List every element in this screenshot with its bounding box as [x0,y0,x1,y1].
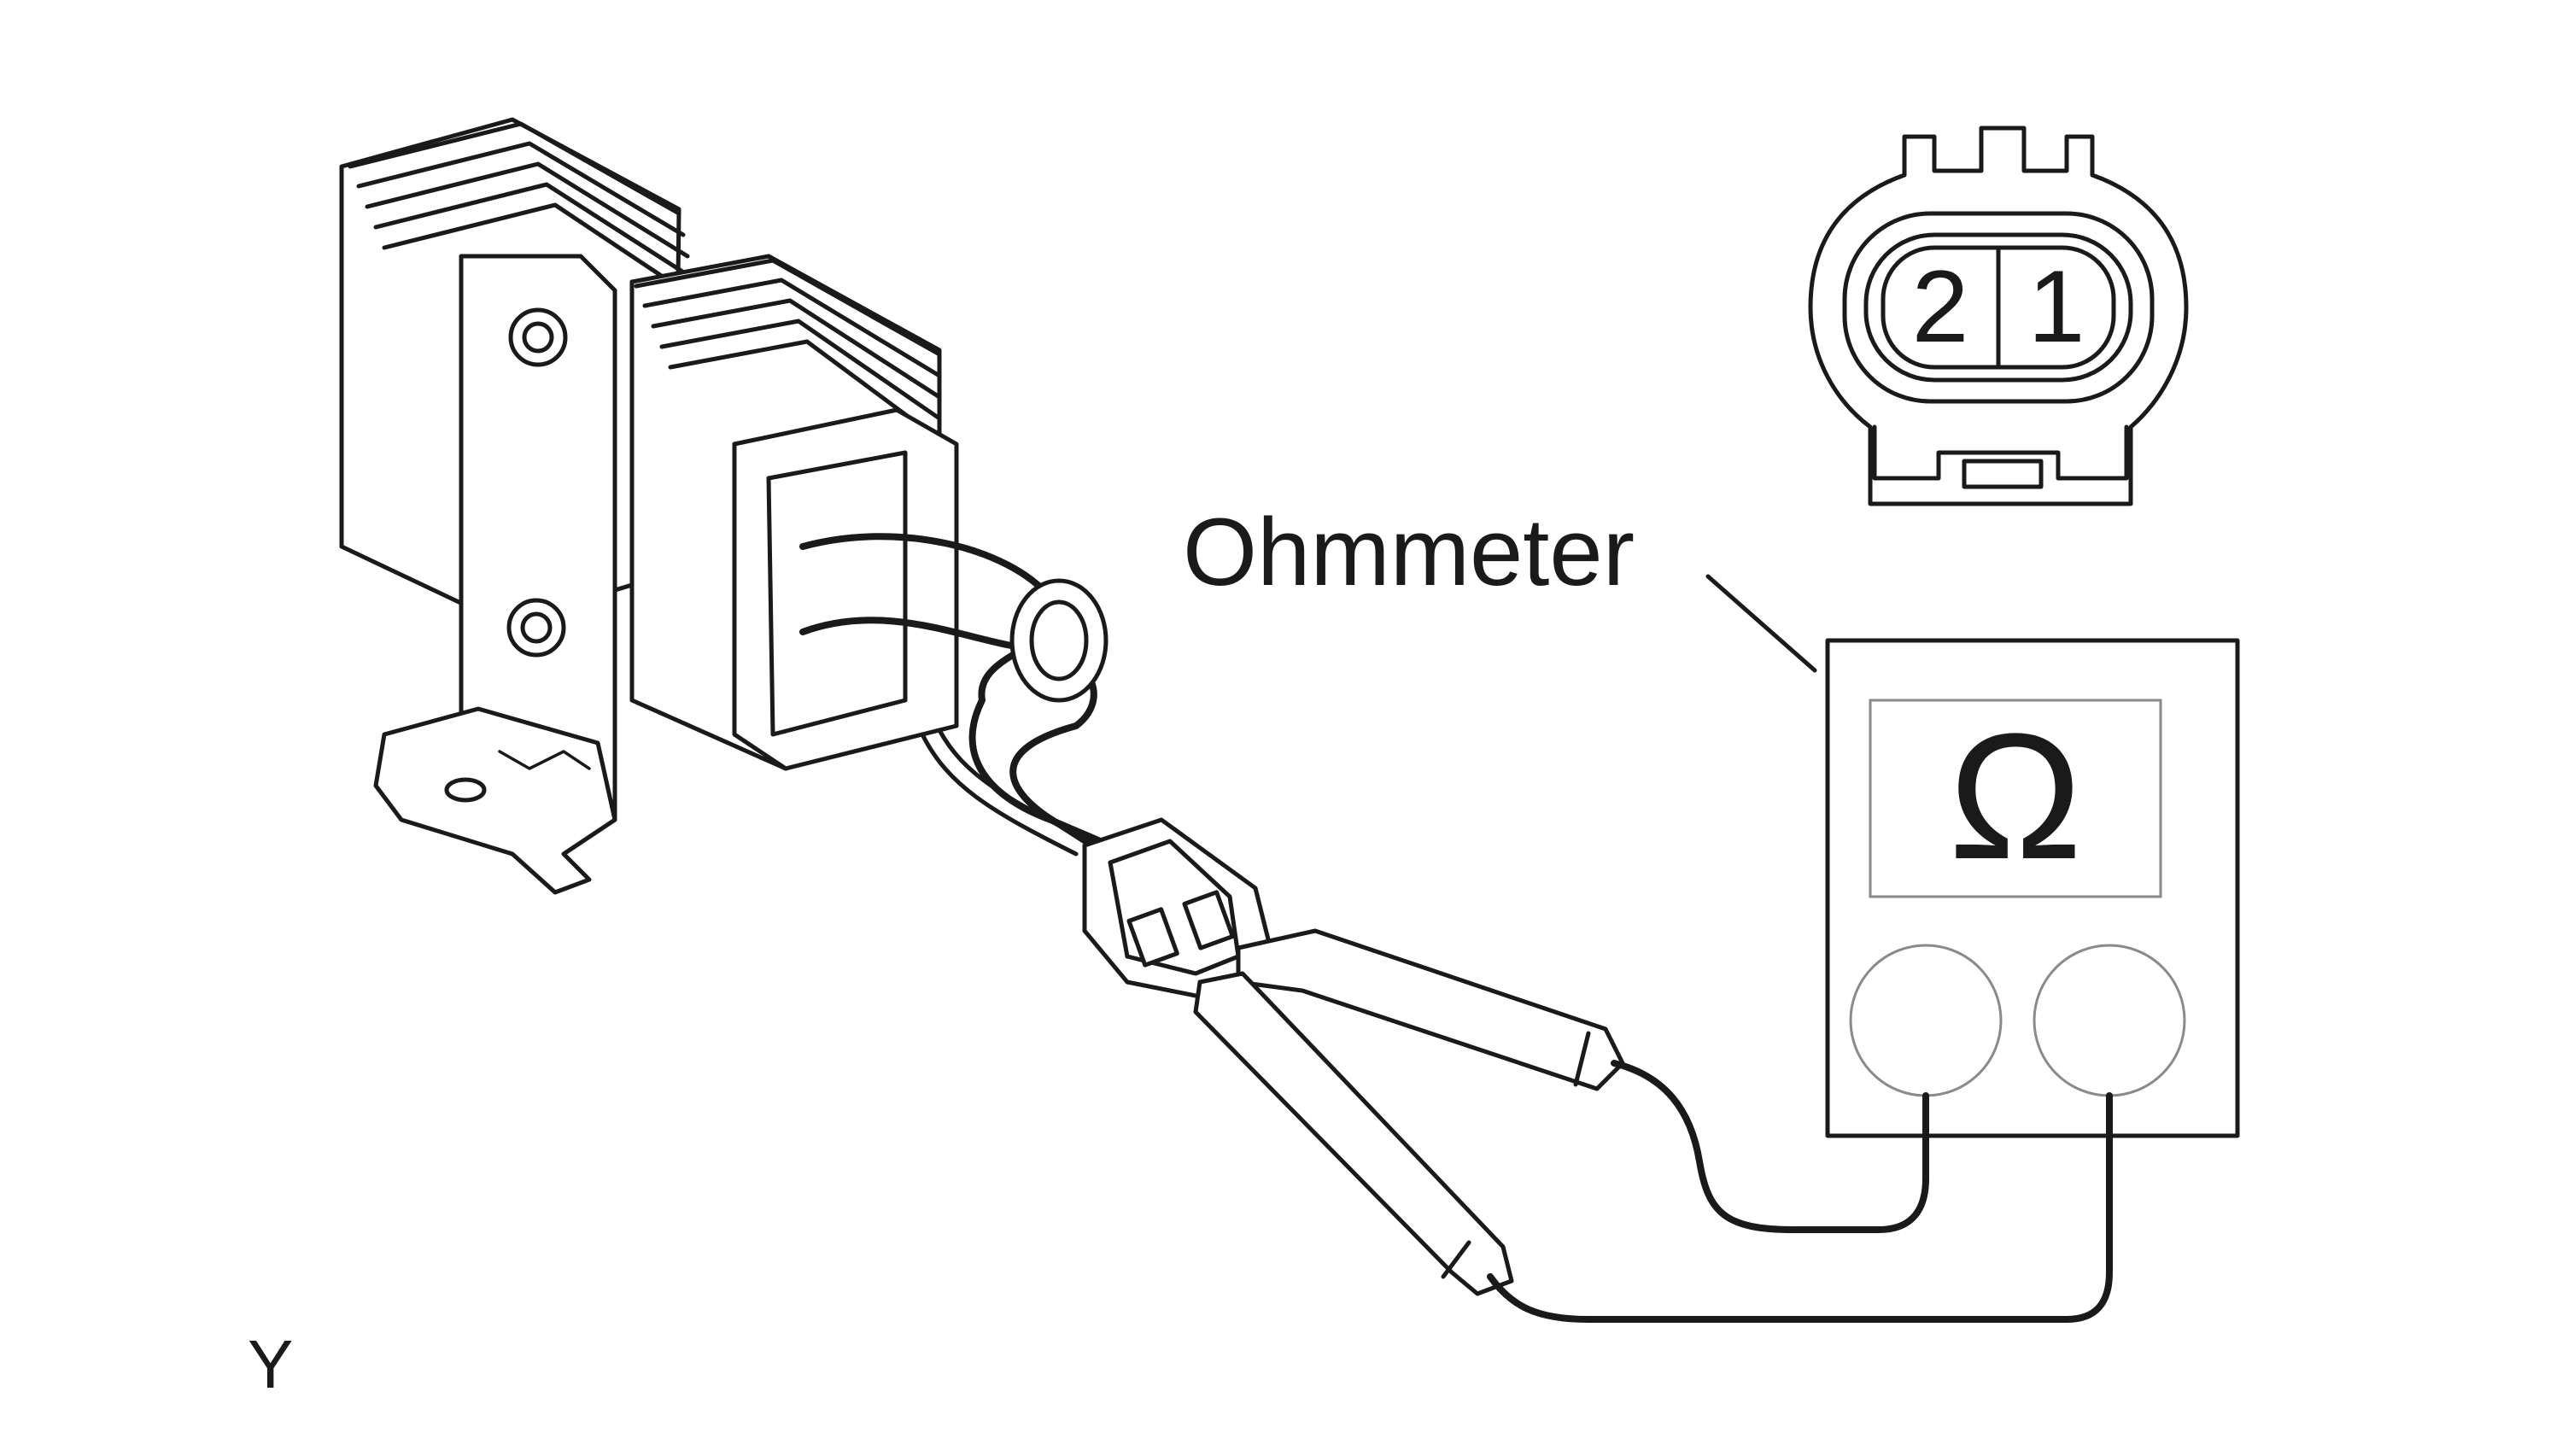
ohmmeter-display [1869,699,2162,898]
heat-sink-fins-left [348,121,699,301]
blower-resistor-module-icon [339,117,959,895]
bolt-top [508,307,568,367]
pin-2-label: 2 [1912,249,1969,364]
omega-icon: Ω [1949,696,2083,897]
wire-harness [799,533,1122,866]
ohmmeter-leader-line [1705,574,1817,673]
heat-sink-fins-right [634,258,942,442]
test-leads [1487,1060,2113,1323]
ohmmeter: Ω [1825,638,2240,1138]
ohmmeter-body [1825,638,2240,1138]
ohmmeter-label: Ohmmeter [1183,499,1635,605]
bracket-foot [373,706,617,895]
bolt-bottom [506,598,566,658]
connector-face-inset: 2 1 [1808,126,2189,506]
pin-1-label: 1 [2028,249,2085,364]
figure-code: Y [248,1326,293,1402]
module-socket [732,407,959,771]
harness-loop [1009,578,1108,703]
